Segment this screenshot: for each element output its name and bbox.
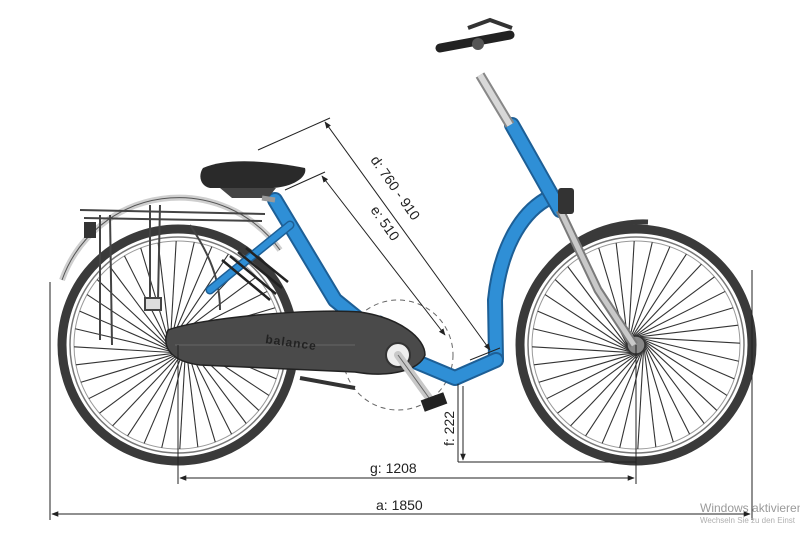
spoke [80, 351, 183, 383]
kickstand [299, 376, 356, 390]
spoke [585, 347, 644, 437]
spoke [531, 346, 638, 354]
spoke [640, 338, 705, 424]
spoke [638, 337, 728, 396]
front-light [558, 188, 574, 214]
spoke [633, 324, 739, 339]
spoke [75, 328, 179, 354]
chain-guard: balance [165, 310, 426, 375]
spoke [627, 246, 671, 344]
front-fork [555, 208, 638, 348]
spoke [619, 344, 645, 448]
spoke [628, 263, 702, 342]
spoke [627, 242, 653, 346]
spring-element [221, 247, 289, 301]
rear-mudguard-edge [61, 197, 281, 281]
watermark-title: Windows aktivieren [700, 501, 800, 515]
dim-label-g: g: 1208 [370, 460, 417, 476]
spoke [127, 347, 186, 437]
spoke [109, 266, 174, 352]
spoke [628, 253, 687, 343]
dim-label-f: f: 222 [441, 411, 457, 446]
spoke [88, 350, 184, 400]
spoke [533, 351, 639, 366]
spoke [112, 348, 186, 427]
spoke [557, 349, 643, 414]
spoke [537, 310, 635, 354]
spoke [161, 344, 187, 448]
spoke [639, 337, 718, 411]
spoke [86, 294, 176, 353]
spoke [629, 276, 715, 341]
dimension-lines [49, 117, 753, 520]
spoke [546, 350, 642, 400]
rear-wheel-spokes [73, 240, 283, 450]
spoke [635, 336, 739, 362]
spoke [73, 346, 180, 354]
dim-label-a: a: 1850 [376, 497, 423, 513]
rear-rack [79, 204, 266, 346]
spoke [79, 310, 177, 354]
spoke [642, 342, 657, 448]
spoke [143, 346, 187, 444]
saddle [200, 161, 306, 203]
spoke [75, 351, 181, 366]
pedal [420, 392, 448, 412]
handlebar [435, 17, 515, 53]
spoke [627, 240, 635, 347]
spoke [570, 348, 644, 427]
spoke [631, 307, 734, 339]
front-mudguard [517, 219, 649, 331]
spoke [99, 349, 185, 414]
spoke [642, 340, 674, 443]
spoke [96, 279, 175, 353]
spoke [601, 346, 645, 444]
spoke [630, 290, 726, 340]
spoke [637, 336, 735, 380]
spoke [641, 339, 691, 435]
spoke [533, 328, 637, 354]
watermark-subtitle: Wechseln Sie zu den Einst [700, 516, 796, 525]
spoke [634, 336, 741, 344]
spoke [538, 351, 641, 383]
stem [475, 72, 515, 128]
spoke [567, 266, 632, 352]
rear-light [84, 222, 96, 238]
spoke [554, 279, 633, 353]
spoke [637, 343, 645, 450]
spoke [544, 294, 634, 353]
